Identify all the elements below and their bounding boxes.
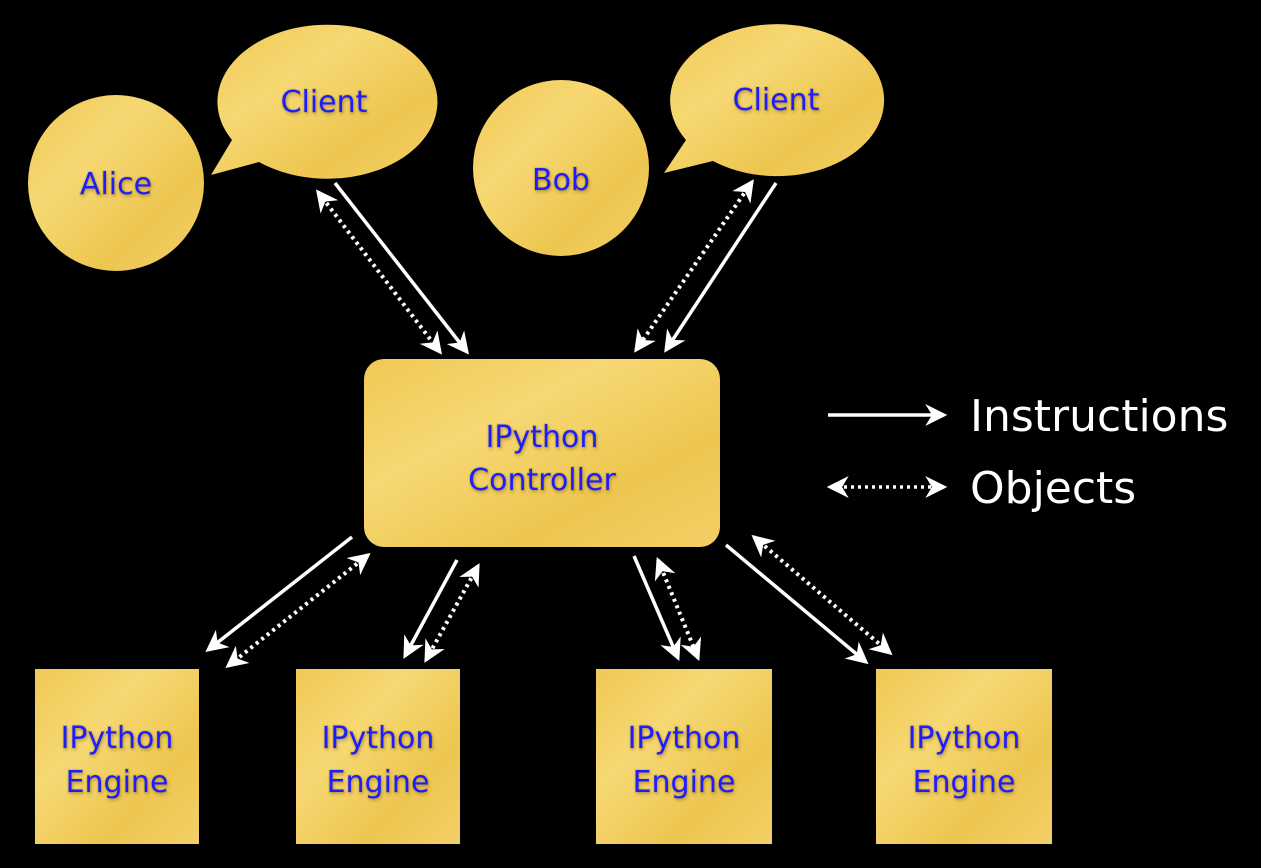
engine-box — [296, 669, 460, 844]
engine-label-line1: IPython — [908, 721, 1021, 756]
object-arrow — [225, 552, 371, 669]
client-bob-bubble — [664, 24, 885, 177]
instruction-arrow — [333, 181, 470, 355]
engine-label-line2: Engine — [913, 765, 1016, 800]
user-bob: Bob — [473, 80, 649, 256]
connection-alice-client-controller — [315, 181, 470, 355]
engine-label-line1: IPython — [628, 721, 741, 756]
engine-box — [596, 669, 772, 844]
object-arrow — [634, 179, 754, 353]
engine-3: IPython Engine — [596, 669, 772, 844]
connection-controller-engine-3 — [632, 555, 702, 662]
legend-instructions-label: Instructions — [970, 391, 1228, 442]
bob-label: Bob — [532, 163, 590, 198]
bob-node — [473, 80, 649, 256]
instruction-arrow — [724, 543, 869, 665]
engine-label-line1: IPython — [61, 721, 174, 756]
engine-label-line2: Engine — [633, 765, 736, 800]
connection-controller-engine-1 — [205, 535, 371, 669]
object-arrow — [315, 189, 443, 355]
engine-label-line1: IPython — [322, 721, 435, 756]
engine-2: IPython Engine — [296, 669, 460, 844]
instruction-arrow — [632, 555, 681, 662]
alice-node — [28, 95, 204, 271]
controller-label-line1: IPython — [486, 420, 599, 455]
instruction-arrow — [403, 559, 459, 659]
legend: Instructions Objects — [826, 391, 1228, 514]
alice-label: Alice — [80, 167, 152, 202]
connection-bob-client-controller — [634, 179, 778, 353]
client-alice: Client — [211, 24, 438, 179]
engine-label-line2: Engine — [327, 765, 430, 800]
client-bob: Client — [664, 24, 885, 177]
object-arrow — [654, 556, 702, 662]
engine-box — [35, 669, 199, 844]
engine-1: IPython Engine — [35, 669, 199, 844]
client-alice-bubble — [211, 24, 438, 179]
engine-label-line2: Engine — [66, 765, 169, 800]
controller: IPython Controller — [364, 359, 720, 547]
legend-objects-label: Objects — [970, 463, 1136, 514]
instruction-arrow — [205, 535, 354, 653]
legend-item-objects: Objects — [826, 463, 1136, 514]
controller-box — [364, 359, 720, 547]
legend-item-instructions: Instructions — [828, 391, 1228, 442]
engine-box — [876, 669, 1052, 844]
connection-controller-engine-4 — [724, 534, 893, 665]
object-arrow — [751, 534, 893, 656]
instruction-arrow — [664, 182, 778, 353]
object-arrow — [424, 563, 480, 663]
client-alice-label: Client — [281, 85, 368, 120]
user-alice: Alice — [28, 95, 204, 271]
client-bob-label: Client — [733, 83, 820, 118]
engine-4: IPython Engine — [876, 669, 1052, 844]
controller-label-line2: Controller — [468, 463, 616, 498]
connection-controller-engine-2 — [403, 559, 480, 663]
